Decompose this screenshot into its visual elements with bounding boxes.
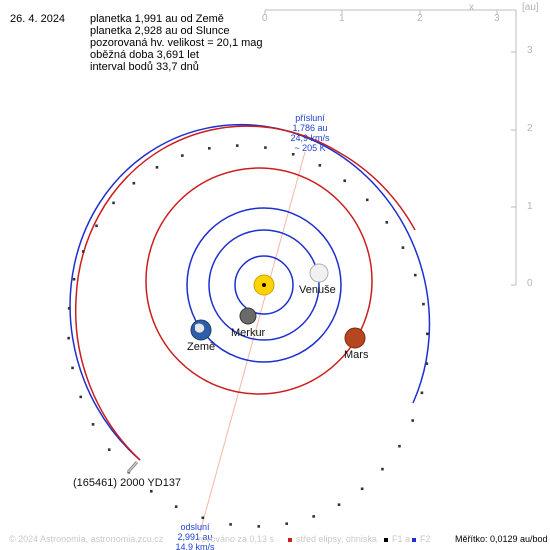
asteroid-orbit-north	[74, 125, 416, 461]
focus1-swatch	[384, 538, 388, 542]
orbit-interval-dot	[343, 179, 347, 182]
venus-orbit	[208, 229, 320, 341]
y-tick-1: 1	[527, 201, 533, 212]
orbit-interval-dot	[155, 166, 159, 169]
orbit-interval-dot	[360, 487, 364, 491]
axis-ticks	[264, 10, 516, 286]
orbit-interval-dot	[229, 523, 232, 526]
orbit-interval-dot	[381, 467, 384, 471]
sun-focus-marker	[262, 283, 266, 287]
info-line-magnitude: pozorovaná hv. velikost = 20,1 mag	[90, 37, 263, 49]
aphelion-distance: 2,991 au	[177, 532, 213, 542]
orbit-interval-dot	[285, 522, 288, 526]
y-tick-2: 2	[527, 123, 533, 134]
info-line-sun-distance: planetka 2,928 au od Slunce	[90, 25, 230, 37]
orbit-interval-dot	[71, 366, 74, 370]
unit-label: [au]	[522, 2, 539, 13]
x-tick-0: 0	[262, 13, 268, 24]
earth-label: Země	[187, 341, 216, 353]
orbit-interval-dot	[318, 164, 322, 167]
venus-label: Venuše	[299, 284, 336, 296]
orbit-interval-dot	[79, 395, 83, 399]
orbit-interval-dot	[132, 181, 136, 185]
orbit-interval-dot	[72, 277, 76, 281]
mars-label: Mars	[344, 349, 369, 361]
perihelion-title: přísluní	[295, 113, 325, 123]
focus2-swatch	[412, 538, 416, 542]
orbit-interval-dot	[235, 144, 239, 147]
info-line-period: oběžná doba 3,691 let	[90, 49, 199, 61]
mercury-orbit	[234, 255, 294, 315]
info-line-interval: interval bodů 33,7 dnů	[90, 61, 199, 73]
orbit-interval-dot	[257, 525, 261, 528]
orbit-interval-dot	[398, 444, 401, 448]
orbit-interval-dot	[426, 332, 429, 336]
orbit-interval-dot	[208, 146, 211, 150]
y-tick-0: 0	[527, 278, 533, 289]
perihelion-temperature: ~ 205 K	[294, 143, 326, 153]
x-tick-2: 2	[417, 13, 423, 24]
orbit-interval-dot	[420, 391, 424, 395]
asteroid-label: (165461) 2000 YD137	[73, 477, 182, 489]
orbit-interval-dot	[337, 503, 341, 506]
earth-clouds	[195, 323, 205, 333]
legend-f1: F1 a	[392, 534, 411, 544]
legend-f2: F2	[420, 534, 431, 544]
orbit-interval-dot	[112, 201, 115, 205]
venus	[309, 263, 329, 283]
ellipse-center-swatch	[288, 538, 292, 542]
x-tick-1: 1	[339, 13, 345, 24]
aphelion-title: odsluní	[180, 522, 210, 532]
copyright-text: © 2024 Astronomia, astronomia.zcu.cz	[9, 534, 164, 544]
mercury	[239, 307, 257, 325]
aphelion-note: odsluní 2,991 au 14,9 km/s	[155, 522, 235, 550]
y-tick-3: 3	[527, 45, 533, 56]
mercury-label: Merkur	[231, 327, 266, 339]
perihelion-distance: 1,786 au	[292, 123, 328, 133]
orbit-interval-dot	[201, 516, 205, 520]
orbit-interval-dot	[413, 273, 417, 277]
orbit-interval-dot	[365, 198, 369, 202]
info-line-earth-distance: planetka 1,991 au od Země	[90, 13, 224, 25]
orbit-interval-dot	[385, 221, 389, 224]
earth-orbit	[186, 207, 342, 363]
orbit-dots	[67, 144, 429, 528]
legend-center: střed elipsy, ohniska	[296, 534, 377, 544]
scale-text: Měřítko: 0,0129 au/bod	[455, 534, 548, 544]
asteroid-orbit-south	[69, 123, 431, 461]
orbit-interval-dot	[411, 419, 415, 422]
date: 26. 4. 2024	[10, 13, 66, 25]
orbit-interval-dot	[422, 302, 425, 306]
info-block: planetka 1,991 au od Země planetka 2,928…	[90, 13, 263, 73]
orbit-interval-dot	[91, 423, 95, 426]
orbit-interval-dot	[291, 152, 295, 156]
orbit-interval-dot	[181, 154, 184, 157]
orbit-interval-dot	[95, 224, 98, 228]
render-time: rovováno za 0,13 s	[198, 534, 275, 544]
x-tick-3: 3	[494, 13, 500, 24]
perihelion-velocity: 24,9 km/s	[290, 133, 330, 143]
orbit-interval-dot	[107, 448, 111, 451]
orbit-interval-dot	[312, 515, 315, 518]
footer: © 2024 Astronomia, astronomia.zcu.cz rov…	[0, 532, 550, 548]
orbit-interval-dot	[67, 307, 71, 310]
mars-orbit	[145, 167, 373, 395]
perihelion-note: přísluní 1,786 au 24,9 km/s ~ 205 K	[270, 113, 350, 153]
orbit-interval-dot	[81, 250, 85, 253]
orbit-interval-dot	[174, 505, 178, 508]
mars	[344, 327, 366, 349]
orbit-interval-dot	[264, 146, 267, 149]
orbit-interval-dot	[67, 336, 70, 340]
orbit-interval-dot	[401, 246, 405, 249]
asteroid-marker	[126, 460, 139, 474]
orbit-interval-dot	[425, 362, 429, 365]
orbit-interval-dot	[149, 490, 153, 493]
x-axis-label: x	[469, 2, 474, 13]
aphelion-velocity: 14,9 km/s	[175, 542, 215, 550]
apse-line	[199, 151, 306, 533]
